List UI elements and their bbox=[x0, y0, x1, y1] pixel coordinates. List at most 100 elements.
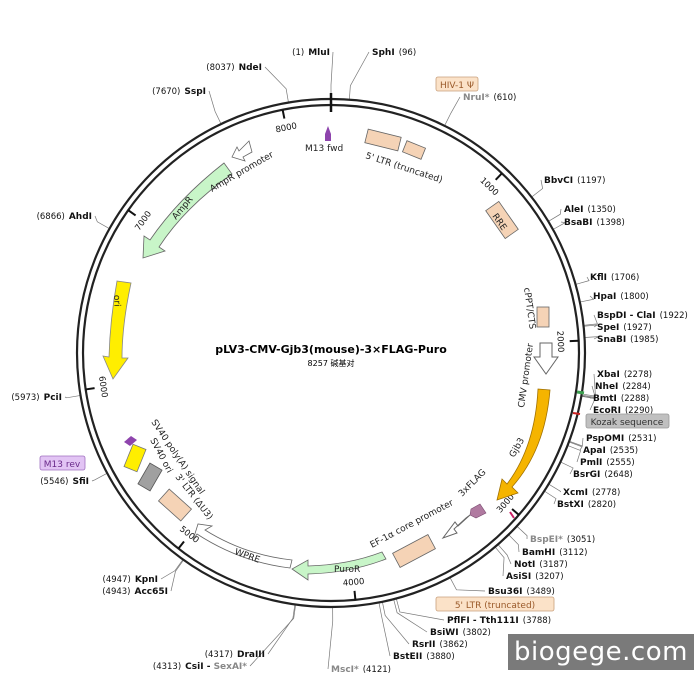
leader-pmli bbox=[567, 445, 582, 463]
site-nrui-name: NruI* bbox=[463, 93, 490, 103]
site-csii-pos: (4313) bbox=[153, 662, 181, 672]
site-ndei-name: NdeI bbox=[239, 63, 262, 73]
puror-arrow[interactable] bbox=[291, 551, 387, 581]
site-pmli-pos: (2555) bbox=[606, 458, 634, 468]
site-acc65i-pos: (4943) bbox=[102, 587, 130, 597]
site-asisi[interactable]: AsiSI(3207) bbox=[506, 572, 564, 582]
leader-sphi bbox=[348, 51, 370, 100]
site-bsiwi-name: BsiWI bbox=[430, 628, 459, 638]
site-bmti[interactable]: BmtI(2288) bbox=[593, 394, 649, 404]
site-acc65i[interactable]: (4943)Acc65I bbox=[102, 587, 168, 597]
site-kfli[interactable]: KflI(1706) bbox=[590, 273, 639, 283]
site-pmli[interactable]: PmlI(2555) bbox=[580, 458, 635, 468]
site-hpai[interactable]: HpaI(1800) bbox=[593, 292, 649, 302]
restriction-sites: (1)MluI SphI(96) (8037)NdeI (7670)SspI NruI*… bbox=[11, 48, 688, 675]
site-pcii[interactable]: (5973)PciI bbox=[11, 393, 62, 403]
site-nrui[interactable]: NruI*(610) bbox=[463, 93, 516, 103]
flag-tag[interactable] bbox=[469, 503, 487, 519]
site-bstxi[interactable]: BstXI(2820) bbox=[557, 500, 616, 510]
site-msci-pos: (4121) bbox=[363, 665, 391, 675]
badge-ltr5-bg bbox=[435, 596, 555, 612]
leader-mlui bbox=[330, 51, 334, 99]
site-sspi-name: SspI bbox=[184, 87, 206, 97]
site-bbvci[interactable]: BbvCI(1197) bbox=[544, 176, 605, 186]
site-bsteii[interactable]: BstEII (3880) bbox=[393, 652, 455, 662]
site-bsabi[interactable]: BsaBI(1398) bbox=[564, 218, 625, 228]
site-ecori[interactable]: EcoRI(2290) bbox=[593, 406, 653, 416]
site-bsu36i[interactable]: Bsu36I(3489) bbox=[488, 587, 555, 597]
site-bamhi-name: BamHI bbox=[522, 548, 555, 558]
site-draiii-name: DraIII bbox=[237, 650, 265, 660]
cmv-promoter-arrow[interactable] bbox=[533, 342, 559, 375]
site-pspomi[interactable]: PspOMI(2531) bbox=[586, 434, 656, 444]
badge-m13rev-text: M13 rev bbox=[44, 460, 81, 470]
badge-ltr5-text: 5' LTR (truncated) bbox=[455, 601, 535, 611]
leader-bsu36i bbox=[449, 577, 486, 592]
site-bspei-pos: (3051) bbox=[567, 535, 595, 545]
site-noti[interactable]: NotI(3187) bbox=[514, 560, 568, 570]
site-mlui[interactable]: (1)MluI bbox=[292, 48, 330, 58]
ltr3-box[interactable] bbox=[157, 488, 193, 522]
sv40pa-box[interactable] bbox=[123, 443, 147, 473]
site-bsiwi[interactable]: BsiWI(3802) bbox=[430, 628, 491, 638]
badge-kozak[interactable]: Kozak sequence bbox=[585, 413, 670, 429]
site-pflfi[interactable]: PflFI - Tth111I(3788) bbox=[447, 616, 551, 626]
site-kpni[interactable]: (4947)KpnI bbox=[103, 575, 158, 585]
leader-spei bbox=[583, 324, 598, 328]
site-csii[interactable]: (4313)CsiI - SexAI* bbox=[153, 662, 247, 672]
ori-arrow[interactable] bbox=[102, 280, 132, 380]
tick-5000 bbox=[177, 540, 185, 550]
amprprom-arrow[interactable] bbox=[231, 140, 253, 162]
site-xbai[interactable]: XbaI(2278) bbox=[597, 370, 652, 380]
wpre-arrow[interactable] bbox=[192, 523, 293, 569]
site-bsrgi[interactable]: BsrGI(2648) bbox=[573, 470, 633, 480]
site-msci[interactable]: MscI*(4121) bbox=[331, 665, 391, 675]
gjb3-arrow[interactable] bbox=[496, 388, 551, 501]
m13fwd-primer[interactable] bbox=[325, 126, 331, 141]
site-bspei-name: BspEI* bbox=[530, 535, 563, 545]
site-bspei[interactable]: BspEI* (3051) bbox=[530, 535, 595, 545]
site-apai-name: ApaI bbox=[583, 446, 606, 456]
tick-label-2000: 2000 bbox=[554, 331, 565, 353]
leader-lines bbox=[64, 51, 599, 670]
site-spei[interactable]: SpeI(1927) bbox=[597, 323, 652, 333]
ltr5-box-1[interactable] bbox=[364, 128, 402, 152]
ltr5-box-2[interactable] bbox=[401, 140, 427, 160]
badge-hiv[interactable]: HIV-1 Ψ bbox=[435, 76, 479, 92]
ef1a-arrow[interactable] bbox=[441, 514, 471, 540]
leader-sspi bbox=[208, 90, 222, 125]
site-xcmi[interactable]: XcmI(2778) bbox=[563, 488, 620, 498]
leader-kpni bbox=[160, 559, 184, 580]
badge-m13rev[interactable]: M13 rev bbox=[39, 455, 86, 471]
site-sfii[interactable]: (5546)SfiI bbox=[40, 477, 89, 487]
site-bsteii-name: BstEII bbox=[393, 652, 422, 662]
site-pcii-pos: (5973) bbox=[11, 393, 39, 403]
ampr-arrow[interactable] bbox=[142, 162, 233, 259]
site-snabi-pos: (1985) bbox=[630, 335, 658, 345]
ef1a-box[interactable] bbox=[392, 534, 436, 568]
site-rsrii-name: RsrII bbox=[412, 640, 435, 650]
site-bamhi[interactable]: BamHI(3112) bbox=[522, 548, 587, 558]
site-snabi[interactable]: SnaBI(1985) bbox=[597, 335, 658, 345]
badge-ltr5[interactable]: 5' LTR (truncated) bbox=[435, 596, 555, 612]
sv40ori-box[interactable] bbox=[137, 462, 163, 492]
leader-acc65i bbox=[170, 559, 184, 592]
site-apai-pos: (2535) bbox=[610, 446, 638, 456]
site-bspdi[interactable]: BspDI - ClaI(1922) bbox=[597, 311, 688, 321]
site-rsrii[interactable]: RsrII(3862) bbox=[412, 640, 468, 650]
site-ndei[interactable]: (8037)NdeI bbox=[206, 63, 262, 73]
site-alei[interactable]: AleI(1350) bbox=[564, 205, 616, 215]
site-sphi[interactable]: SphI(96) bbox=[372, 48, 416, 58]
site-nhei[interactable]: NheI(2284) bbox=[595, 382, 651, 392]
site-ecori-pos: (2290) bbox=[625, 406, 653, 416]
site-ahdi[interactable]: (6866)AhdI bbox=[37, 212, 92, 222]
cppt-box[interactable] bbox=[536, 306, 550, 328]
m13rev-primer[interactable] bbox=[124, 436, 137, 446]
leader-bsabi bbox=[552, 221, 567, 230]
site-apai[interactable]: ApaI (2535) bbox=[583, 446, 638, 456]
site-bsteii-pos: (3880) bbox=[426, 652, 454, 662]
rre-box[interactable] bbox=[485, 200, 519, 240]
site-draiii[interactable]: (4317)DraIII bbox=[205, 650, 265, 660]
site-sspi[interactable]: (7670)SspI bbox=[152, 87, 206, 97]
site-ahdi-pos: (6866) bbox=[37, 212, 65, 222]
